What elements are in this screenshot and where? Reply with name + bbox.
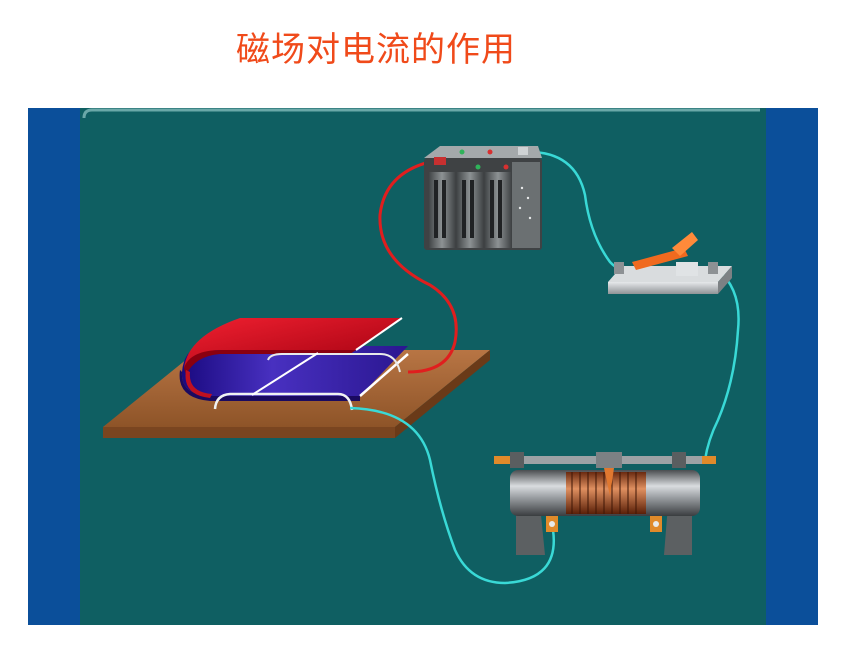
horseshoe-magnet-icon <box>179 317 409 401</box>
cyan-wire-rheostat-board <box>349 406 556 585</box>
page-title: 磁场对电流的作用 <box>236 30 516 70</box>
cyan-wire-switch-rheostat <box>703 269 740 461</box>
battery-icon <box>424 146 542 250</box>
sliding-rheostat-icon <box>494 452 716 555</box>
left-side-panel <box>28 108 80 625</box>
stage-top-edge <box>82 108 760 119</box>
red-wire <box>378 158 458 374</box>
knife-switch-icon <box>608 232 732 294</box>
rod-icon <box>213 352 401 411</box>
right-side-panel <box>766 108 818 625</box>
